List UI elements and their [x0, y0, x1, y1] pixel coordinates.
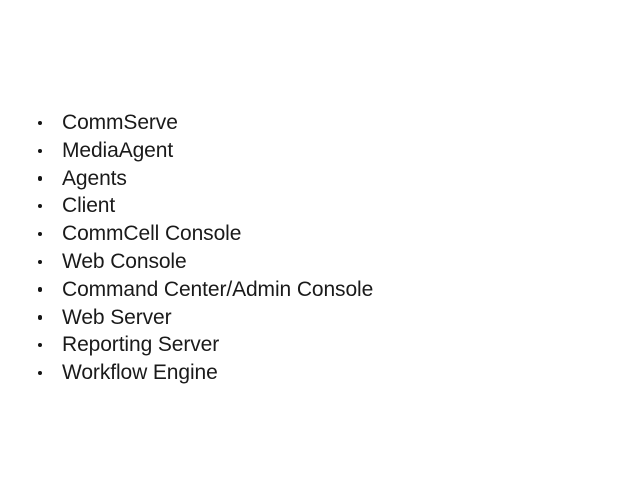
bullet-dot-icon: [38, 370, 43, 376]
bullet-dot-icon: [38, 148, 43, 153]
list-item: CommServe: [34, 109, 604, 137]
list-item-label: Workflow Engine: [62, 361, 218, 385]
bullet-dot-icon: [38, 176, 43, 181]
bullet-dot-icon: [38, 259, 43, 265]
list-item: MediaAgent: [34, 137, 604, 165]
bulleted-list: CommServe MediaAgent Agents Client CommC…: [34, 109, 604, 387]
list-item: Reporting Server: [34, 331, 604, 359]
bullet-dot-icon: [38, 343, 43, 348]
list-item-label: MediaAgent: [62, 138, 174, 162]
bullet-dot-icon: [38, 231, 43, 237]
bullet-dot-icon: [38, 287, 43, 292]
list-item-label: Web Server: [62, 305, 172, 329]
bullet-dot-icon: [38, 204, 43, 209]
list-item-label: Client: [62, 194, 116, 218]
bullet-dot-icon: [38, 315, 43, 320]
list-item: CommCell Console: [34, 220, 604, 248]
list-item-label: CommServe: [62, 111, 178, 134]
list-item-label: CommCell Console: [62, 222, 242, 246]
content-placeholder: CommServe MediaAgent Agents Client CommC…: [34, 109, 604, 387]
list-item: Web Console: [34, 248, 604, 276]
list-item: Workflow Engine: [34, 359, 604, 387]
list-item-label: Command Center/Admin Console: [62, 277, 374, 301]
list-item-label: Agents: [62, 166, 127, 190]
list-item: Command Center/Admin Console: [34, 276, 604, 304]
list-item: Client: [34, 192, 604, 220]
list-item: Agents: [34, 165, 604, 193]
bullet-dot-icon: [38, 120, 43, 126]
list-item-label: Web Console: [62, 249, 187, 273]
list-item-label: Reporting Server: [62, 333, 220, 357]
list-item: Web Server: [34, 304, 604, 332]
